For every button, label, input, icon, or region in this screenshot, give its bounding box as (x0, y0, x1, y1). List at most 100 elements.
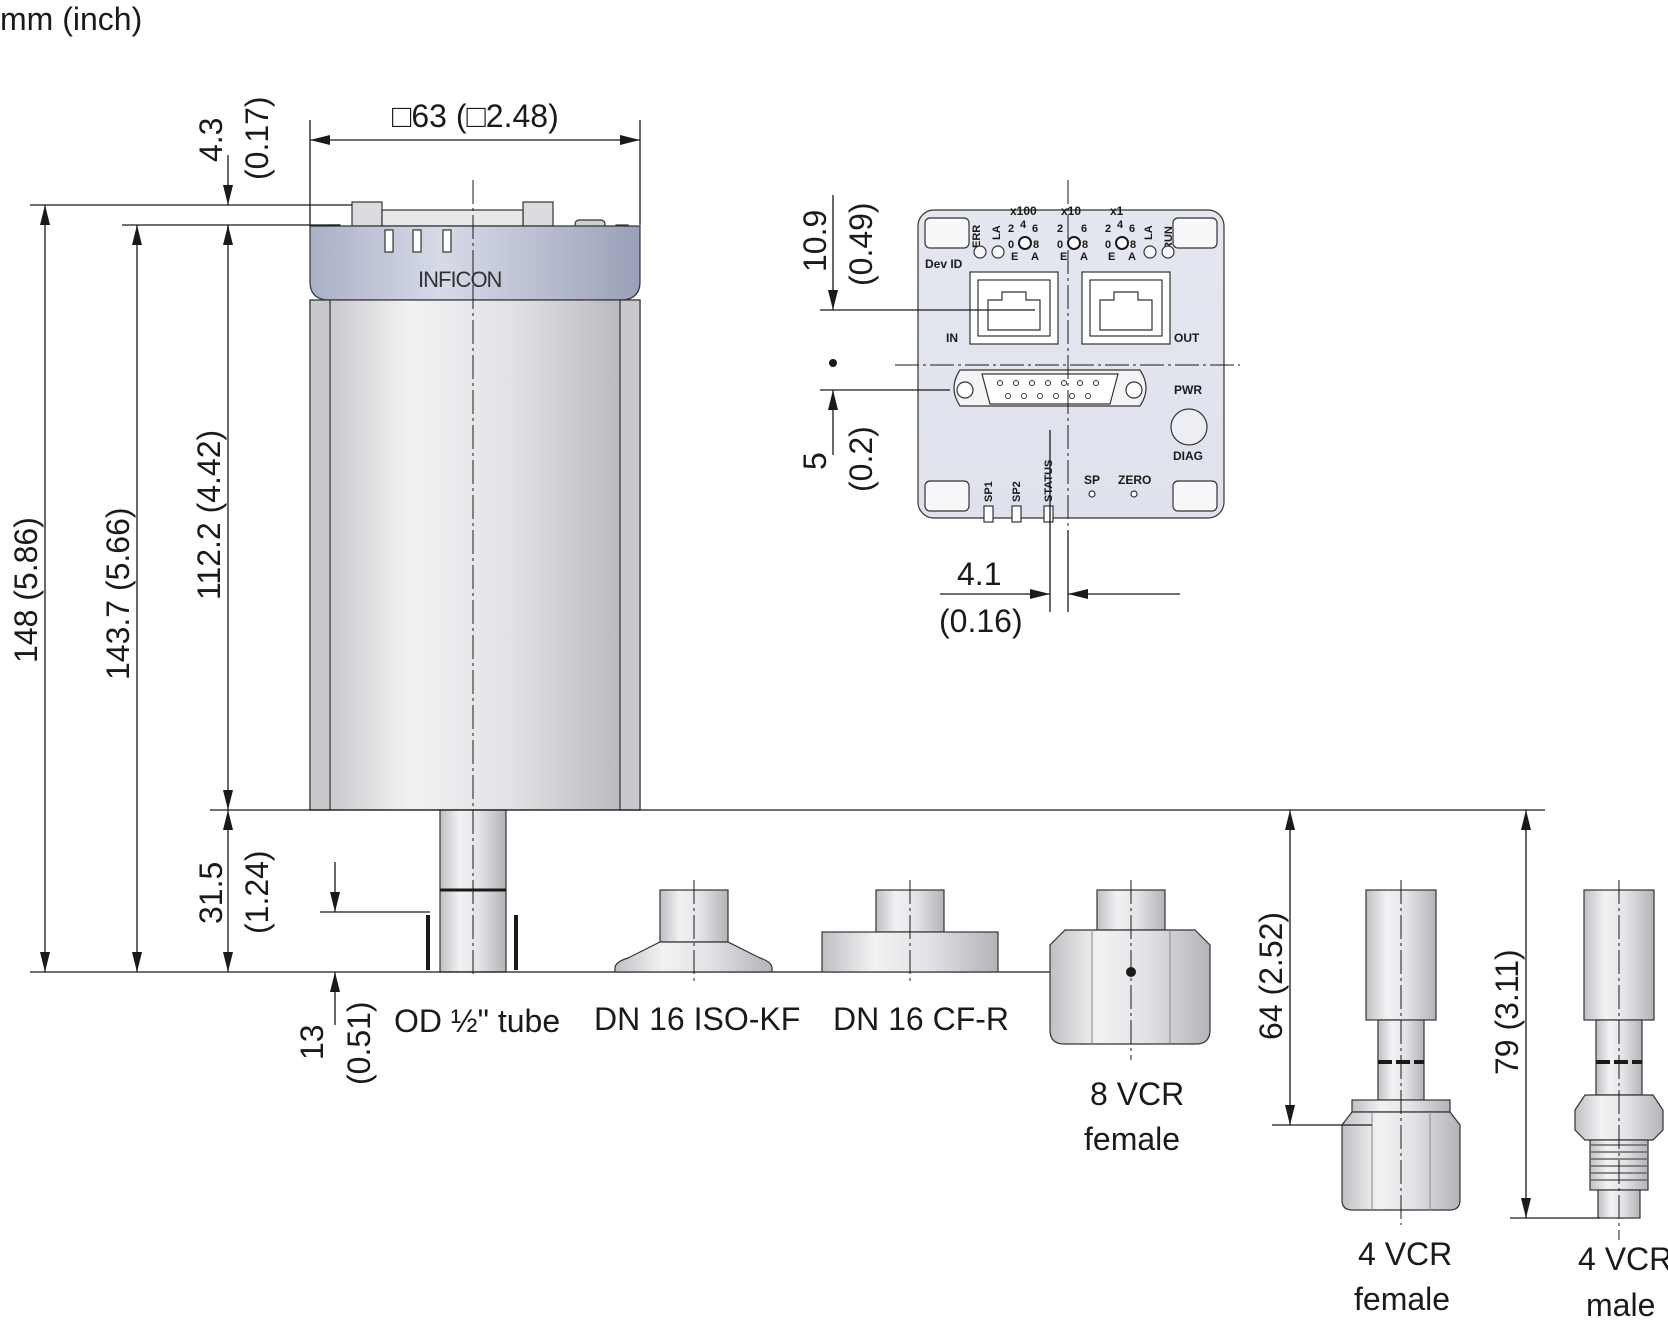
dial-mark: 8 (1130, 239, 1136, 251)
dial-mark: A (1128, 251, 1136, 263)
ethernet-port-in[interactable] (969, 271, 1059, 345)
dial-mark: E (1108, 251, 1115, 263)
width-dimension: □63 (□2.48) (309, 98, 641, 225)
flange-label-vcr4f-l2: female (1354, 1281, 1450, 1317)
panel-dim-bottom-mm: 4.1 (957, 556, 1001, 592)
label-sp2: SP2 (1011, 481, 1023, 502)
dsub-power-connector[interactable] (953, 369, 1147, 407)
dial-mark: 4 (1117, 219, 1124, 231)
dim-total-text: 148 (5.86) (8, 517, 44, 663)
dial-mark: E (1060, 251, 1067, 263)
label-x10: x10 (1061, 204, 1081, 218)
iso-kf-flange (614, 880, 773, 985)
dial-mark: A (1080, 251, 1088, 263)
dim-top-in: (0.17) (239, 96, 275, 180)
label-in: IN (946, 331, 958, 345)
dial-mark: 6 (1032, 223, 1038, 235)
label-err: ERR (971, 225, 983, 248)
label-dev-id: Dev ID (925, 257, 963, 271)
flange-label-tube: OD ½" tube (394, 1003, 560, 1039)
flange-label-vcr4m-l2: male (1586, 1287, 1655, 1323)
flange-label-cfr: DN 16 CF-R (833, 1001, 1009, 1037)
led-la-right (1143, 245, 1157, 259)
rotary-switch-x100[interactable]: 2 4 6 0 8 E A (1008, 219, 1039, 263)
panel-dim-dot (829, 359, 837, 367)
dial-mark: E (1011, 251, 1018, 263)
dial-mark: 2 (1008, 223, 1014, 235)
dim-flange: 31.5 (1.24) (193, 810, 275, 972)
dim-vcr-64: 64 (2.52) (1253, 810, 1372, 1126)
dim-housing-text: 112.2 (4.42) (191, 430, 227, 600)
dim-flange-in: (1.24) (239, 850, 275, 934)
panel-dim-mid-mm: 5 (797, 452, 833, 470)
led-sp1 (983, 505, 994, 523)
label-out: OUT (1174, 331, 1200, 345)
zero-trim[interactable] (1130, 490, 1138, 498)
rotary-switch-x1[interactable]: 2 4 6 0 8 E A (1105, 219, 1136, 263)
label-status: STATUS (1043, 460, 1055, 502)
label-x100: x100 (1010, 204, 1037, 218)
width-dim-text: □63 (□2.48) (392, 98, 559, 134)
sp-trim[interactable] (1088, 490, 1096, 498)
dim-tube-in: (0.51) (341, 1001, 377, 1085)
dial-mark: 0 (1057, 239, 1063, 251)
label-x1: x1 (1110, 204, 1124, 218)
dial-mark: 4 (1020, 219, 1027, 231)
dial-mark: 8 (1082, 239, 1088, 251)
label-sp: SP (1084, 473, 1100, 487)
dial-mark: 8 (1033, 239, 1039, 251)
dim-body-text: 143.7 (5.66) (100, 507, 136, 680)
panel-dim-mid: 5 (0.2) (797, 389, 950, 492)
dial-mark: 0 (1008, 239, 1014, 251)
dim-flange-mm: 31.5 (193, 862, 229, 924)
flange-label-isokf: DN 16 ISO-KF (594, 1001, 800, 1037)
dim-total: 148 (5.86) (8, 205, 50, 972)
dial-mark: 6 (1081, 223, 1087, 235)
diag-button[interactable] (1170, 408, 1208, 446)
dial-mark: A (1031, 251, 1039, 263)
flange-label-vcr8-l1: 8 VCR (1090, 1076, 1184, 1112)
label-run: RUN (1163, 226, 1175, 250)
vcr8-female-fitting (1049, 880, 1211, 1060)
label-diag: DIAG (1173, 449, 1203, 463)
front-panel-view: x100 x10 x1 ERR LA LA RUN Dev ID 2 4 6 0… (895, 180, 1240, 530)
panel-dim-bottom-in: (0.16) (939, 603, 1023, 639)
rotary-switch-x10[interactable]: 2 6 0 8 E A (1057, 223, 1088, 263)
dim-body: 143.7 (5.66) (100, 225, 142, 972)
flange-label-vcr4m-l1: 4 VCR (1578, 1241, 1668, 1277)
label-la-right: LA (1143, 225, 1155, 240)
vcr4-male-fitting (1574, 880, 1664, 1240)
dim-top-mm: 4.3 (193, 118, 229, 162)
panel-dim-top-mm: 10.9 (797, 210, 833, 272)
led-err (973, 245, 987, 259)
dim-housing: 112.2 (4.42) (191, 225, 233, 810)
dim-vcr-79: 79 (3.11) (1489, 810, 1600, 1219)
units-label: mm (inch) (0, 1, 142, 37)
cf-r-flange (821, 880, 999, 985)
dial-mark: 0 (1105, 239, 1111, 251)
led-sp2 (1011, 505, 1022, 523)
dim-tube-mm: 13 (294, 1024, 330, 1060)
vcr4-female-fitting (1341, 880, 1461, 1225)
gauge-side-view: INFICON (309, 180, 641, 975)
flange-label-vcr4f-l1: 4 VCR (1358, 1236, 1452, 1272)
led-run (1161, 245, 1175, 259)
ethernet-port-out[interactable] (1081, 271, 1171, 345)
dim-tube: 13 (0.51) (294, 862, 377, 1085)
label-pwr: PWR (1174, 383, 1202, 397)
dial-mark: 6 (1129, 223, 1135, 235)
dim-vcr-64-text: 64 (2.52) (1253, 912, 1289, 1040)
dial-mark: 2 (1057, 223, 1063, 235)
label-zero: ZERO (1118, 473, 1151, 487)
panel-dim-top: 10.9 (0.49) (797, 195, 1035, 311)
panel-dim-mid-in: (0.2) (843, 426, 879, 492)
label-sp1: SP1 (983, 481, 995, 502)
led-status (1043, 505, 1054, 523)
dim-vcr-79-text: 79 (3.11) (1489, 949, 1525, 1075)
label-la-left: LA (991, 225, 1003, 240)
inficon-logo: INFICON (418, 267, 502, 292)
flange-label-vcr8-l2: female (1084, 1121, 1180, 1157)
dim-top: 4.3 (0.17) (193, 96, 275, 230)
dial-mark: 2 (1105, 223, 1111, 235)
